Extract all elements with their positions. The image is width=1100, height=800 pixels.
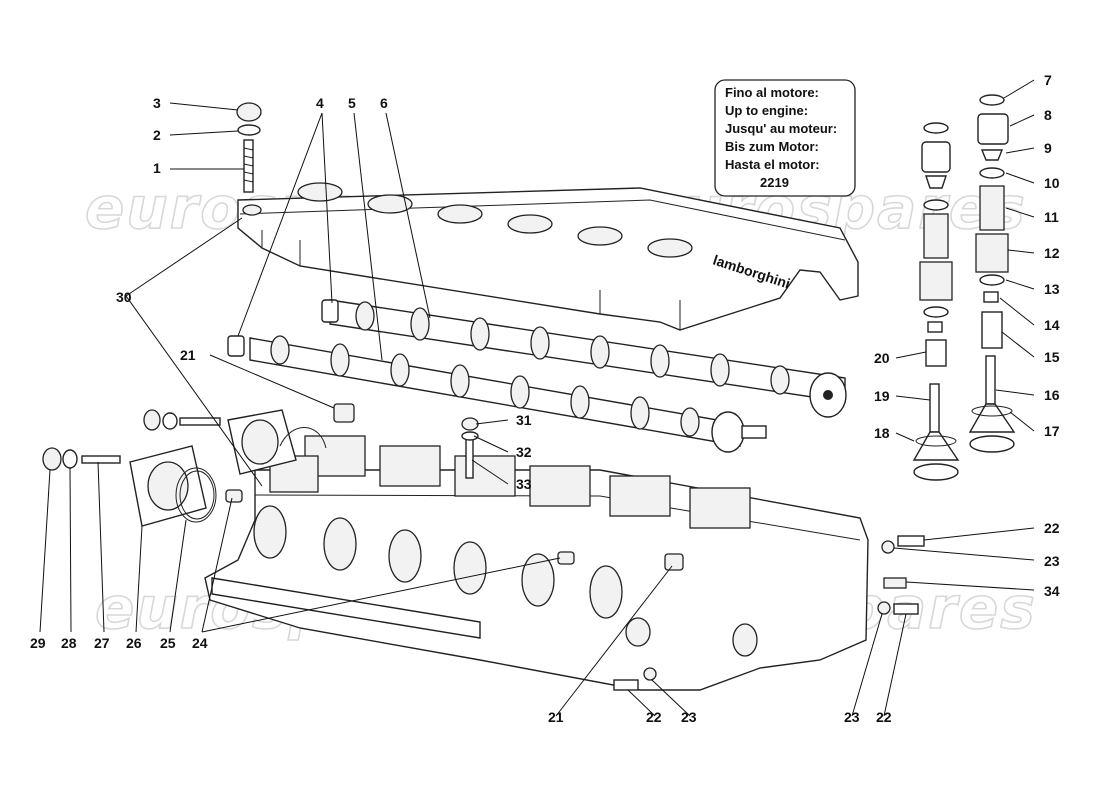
label-26: 26: [126, 635, 142, 651]
label-28: 28: [61, 635, 77, 651]
label-24: 24: [192, 635, 208, 651]
valve-stack-right: [968, 94, 1016, 453]
label-32: 32: [516, 444, 532, 460]
label-10: 10: [1044, 175, 1060, 191]
camshaft-exhaust: [321, 299, 847, 418]
note-line-es: Hasta el motor:: [725, 157, 820, 172]
label-15: 15: [1044, 349, 1060, 365]
label-6: 6: [380, 95, 388, 111]
label-1: 1: [153, 160, 161, 176]
label-14: 14: [1044, 317, 1060, 333]
note-line-en: Up to engine:: [725, 103, 808, 118]
end-cover-assembly: [42, 409, 327, 527]
label-5: 5: [348, 95, 356, 111]
note-engine-number: 2219: [760, 175, 789, 190]
label-25: 25: [160, 635, 176, 651]
valve-stack-left: [912, 122, 960, 481]
label-21-upper: 21: [180, 347, 196, 363]
cover-ports: [297, 182, 693, 258]
part-labels: 1 2 3 4 5 6 7 8 9 10 11 12 13 14 15 16 1…: [30, 72, 1060, 725]
label-27: 27: [94, 635, 110, 651]
cylinder-head: [204, 435, 869, 691]
label-22-bottom: 22: [646, 709, 662, 725]
label-4: 4: [316, 95, 324, 111]
label-31: 31: [516, 412, 532, 428]
label-23-right: 23: [1044, 553, 1060, 569]
label-30: 30: [116, 289, 132, 305]
cam-cover: lamborghini: [237, 182, 859, 331]
label-13: 13: [1044, 281, 1060, 297]
label-2: 2: [153, 127, 161, 143]
label-22-right: 22: [1044, 520, 1060, 536]
label-23-bottom: 23: [681, 709, 697, 725]
leader-lines: [39, 79, 1035, 717]
label-11: 11: [1044, 209, 1059, 225]
label-18: 18: [874, 425, 890, 441]
head-ports: [253, 505, 758, 657]
label-16: 16: [1044, 387, 1060, 403]
label-7: 7: [1044, 72, 1052, 88]
label-29: 29: [30, 635, 46, 651]
cover-stud-assembly: [236, 102, 262, 193]
camshaft-intake: [227, 335, 767, 453]
label-20: 20: [874, 350, 890, 366]
note-line-it: Fino al motore:: [725, 85, 819, 100]
label-19: 19: [874, 388, 890, 404]
label-21-lower: 21: [548, 709, 564, 725]
label-9: 9: [1044, 140, 1052, 156]
label-8: 8: [1044, 107, 1052, 123]
head-bearing-caps: [269, 435, 751, 529]
label-33: 33: [516, 476, 532, 492]
note-line-de: Bis zum Motor:: [725, 139, 819, 154]
label-34: 34: [1044, 583, 1060, 599]
label-3: 3: [153, 95, 161, 111]
note-line-fr: Jusqu' au moteur:: [725, 121, 837, 136]
engine-note-box: Fino al motore: Up to engine: Jusqu' au …: [714, 79, 856, 197]
label-17: 17: [1044, 423, 1060, 439]
label-22-bottom-right: 22: [876, 709, 892, 725]
small-hardware: [333, 403, 925, 691]
label-12: 12: [1044, 245, 1060, 261]
label-23-bottom-right: 23: [844, 709, 860, 725]
